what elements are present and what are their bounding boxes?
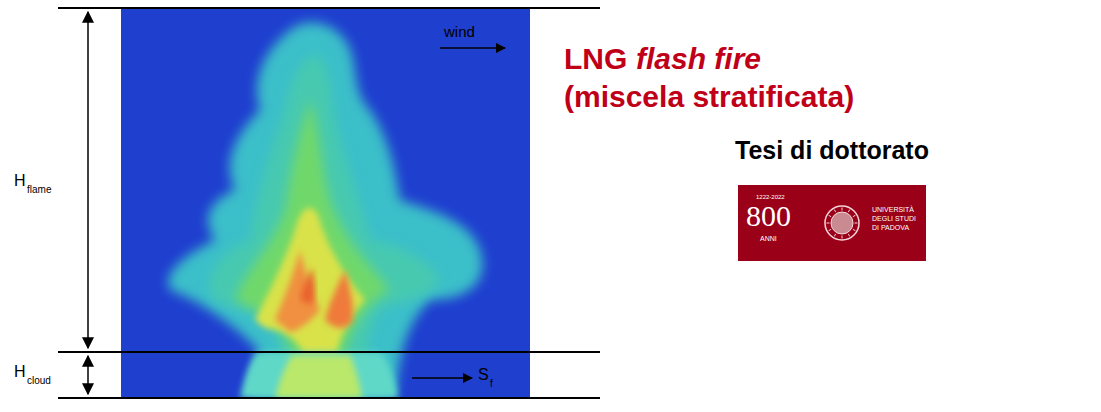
- flame-height-arrow: [87, 12, 89, 348]
- top-line: [58, 7, 600, 9]
- anniversary-number: 800: [746, 199, 791, 232]
- speed-symbol: S: [478, 366, 489, 384]
- anniversary-word: ANNI: [760, 235, 777, 243]
- cloud-top-line: [58, 351, 600, 353]
- dimension-subscript: flame: [27, 184, 51, 195]
- cloud-height-arrow: [87, 356, 89, 394]
- title-text: (miscela stratificata): [564, 80, 854, 113]
- wind-arrow: [440, 47, 505, 49]
- title-text: LNG: [564, 42, 627, 75]
- flame-speed-arrow: [412, 377, 472, 379]
- dimension-subscript: cloud: [27, 375, 51, 386]
- dimension-symbol: H: [14, 172, 26, 190]
- background-panel: [121, 8, 530, 398]
- wind-label: wind: [444, 24, 475, 41]
- logo-box: 1222-2022800ANNIUNIVERSITÀ DEGLI STUDI D…: [738, 185, 926, 261]
- subtitle-text: Tesi di dottorato: [735, 137, 929, 165]
- university-seal: [822, 203, 862, 243]
- ground-line: [58, 397, 600, 399]
- speed-subscript: f: [490, 378, 493, 389]
- dimension-symbol: H: [14, 363, 26, 381]
- title-text: flash fire: [636, 42, 761, 75]
- university-name: UNIVERSITÀ DEGLI STUDI DI PADOVA: [872, 205, 922, 232]
